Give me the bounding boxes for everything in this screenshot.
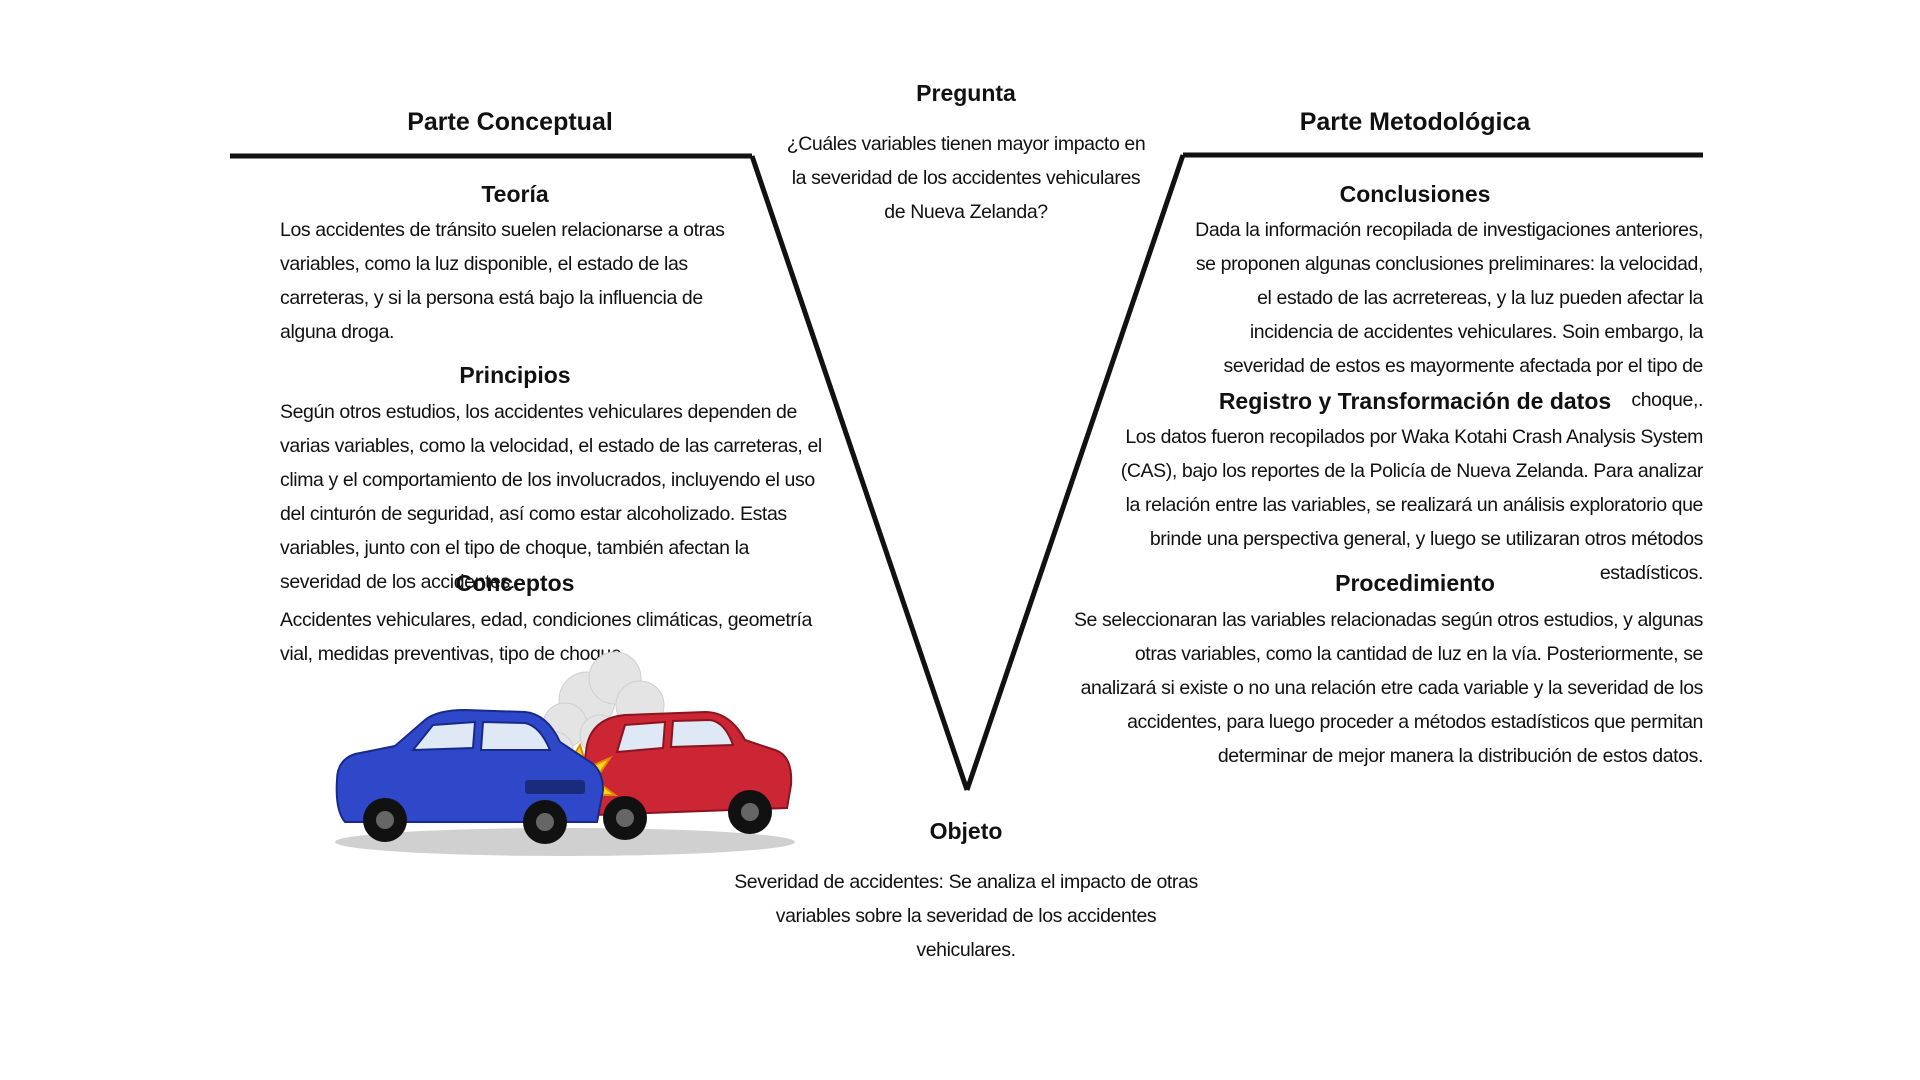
- conclusions-text: Dada la información recopilada de invest…: [1195, 219, 1703, 411]
- conceptual-title: Parte Conceptual: [407, 108, 613, 136]
- object-text: Severidad de accidentes: Se analiza el i…: [734, 871, 1198, 961]
- conclusions-heading: Conclusiones: [1339, 181, 1491, 207]
- concepts-heading: Conceptos: [455, 570, 575, 596]
- principles-text: Según otros estudios, los accidentes veh…: [280, 401, 822, 593]
- question-heading: Pregunta: [916, 80, 1016, 106]
- procedure-text: Se seleccionaran las variables relaciona…: [1073, 609, 1703, 767]
- data-text: Los datos fueron recopilados por Waka Ko…: [1120, 426, 1704, 584]
- object-heading: Objeto: [929, 818, 1003, 844]
- procedure-heading: Procedimiento: [1335, 570, 1495, 596]
- question-text: ¿Cuáles variables tienen mayor impacto e…: [786, 133, 1146, 223]
- principles-heading: Principios: [459, 362, 571, 388]
- theory-text: Los accidentes de tránsito suelen relaci…: [280, 219, 725, 343]
- methodological-title: Parte Metodológica: [1299, 108, 1531, 136]
- data-heading: Registro y Transformación de datos: [1218, 388, 1612, 414]
- red-car: [578, 710, 793, 840]
- blue-car: [335, 708, 605, 844]
- car-crash-illustration: [335, 651, 795, 856]
- theory-heading: Teoría: [481, 181, 549, 207]
- concepts-text: Accidentes vehiculares, edad, condicione…: [280, 609, 812, 665]
- vee-left-line: [749, 155, 970, 791]
- vee-right-line: [964, 154, 1186, 791]
